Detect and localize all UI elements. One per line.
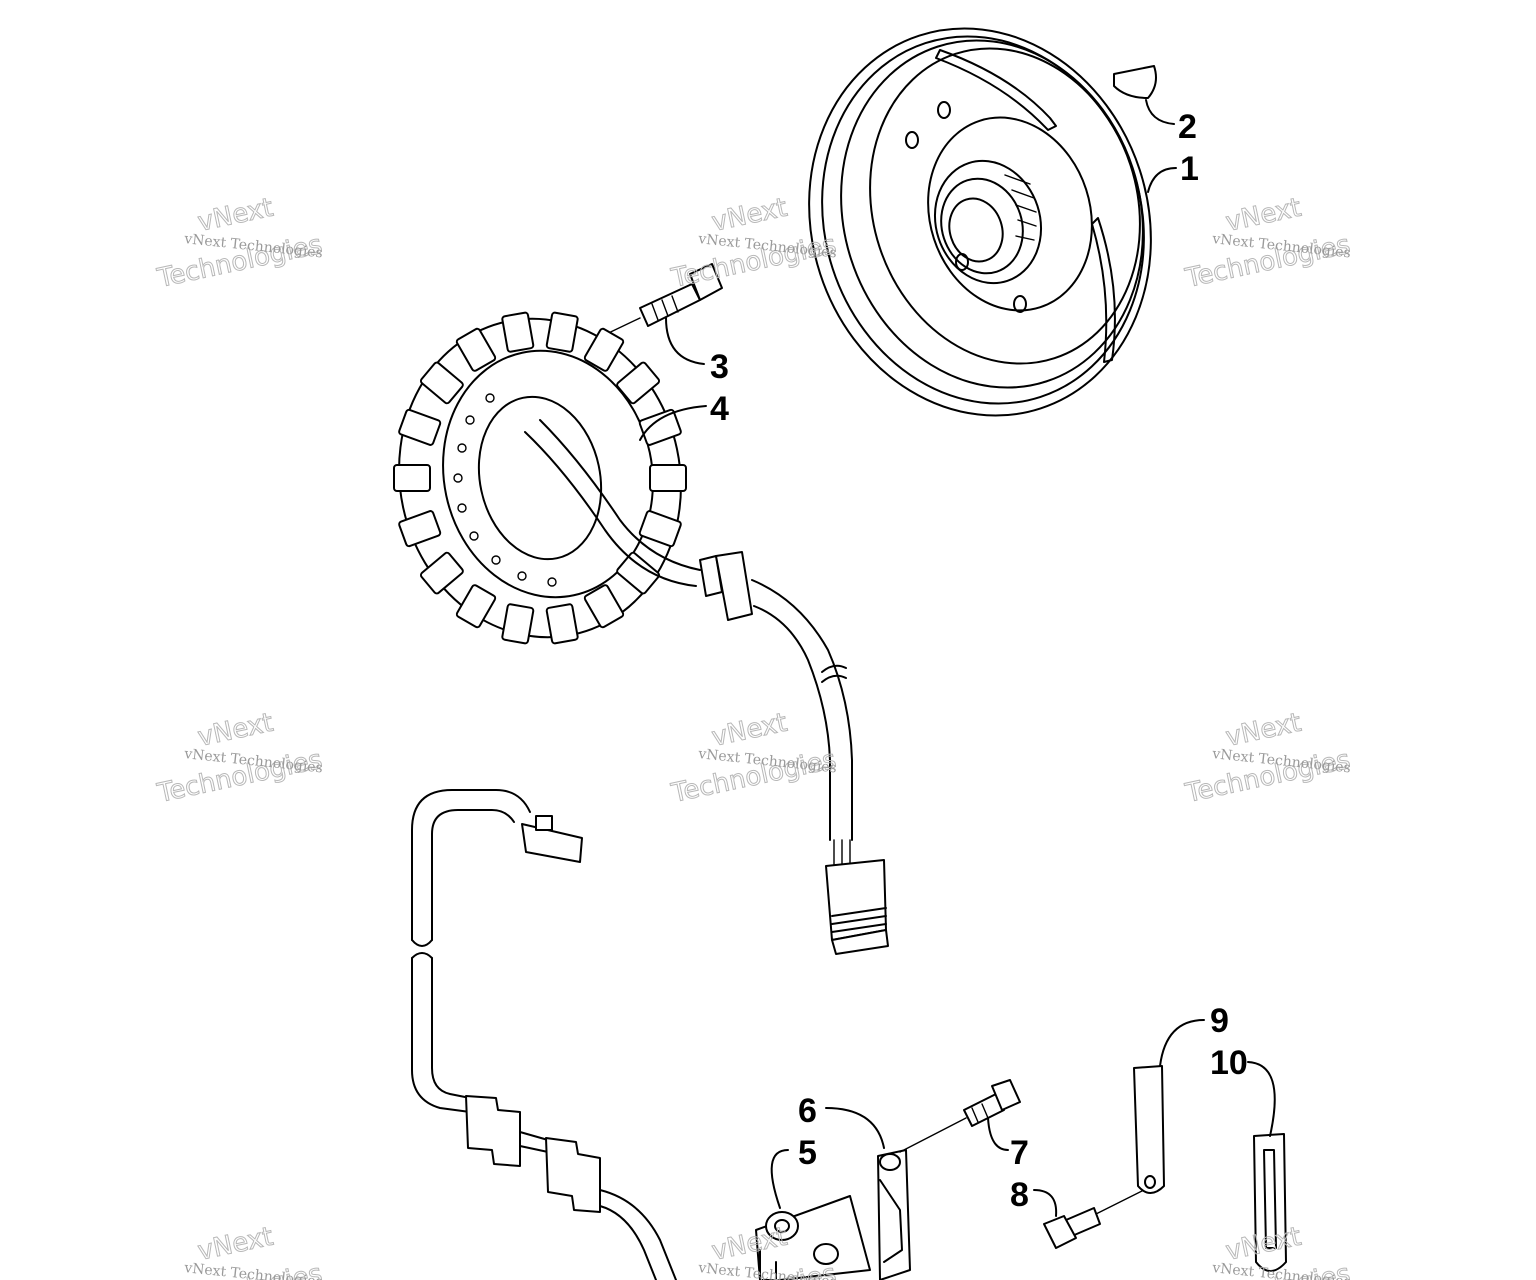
callout-6: 6 bbox=[798, 1092, 817, 1130]
stator-pole bbox=[545, 311, 579, 353]
callout-5: 5 bbox=[798, 1134, 817, 1172]
stator-pole bbox=[393, 464, 431, 492]
woodruff-key bbox=[1113, 65, 1157, 99]
mounting-bracket bbox=[877, 1149, 911, 1280]
stator-pole bbox=[649, 464, 687, 492]
ground-bolt bbox=[1043, 1189, 1145, 1249]
watermark-big-1: vNext bbox=[195, 708, 276, 753]
stator-pole bbox=[398, 510, 442, 548]
watermark-big-1: vNext bbox=[709, 708, 790, 753]
stator-pole bbox=[545, 603, 579, 645]
ground-strap bbox=[1133, 1065, 1165, 1194]
voltage-regulator bbox=[755, 1195, 871, 1280]
watermark-big-1: vNext bbox=[195, 193, 276, 238]
stator-pole bbox=[398, 408, 442, 446]
stator-screw bbox=[597, 263, 723, 339]
stator-pole bbox=[638, 510, 682, 548]
callout-7: 7 bbox=[1010, 1134, 1029, 1172]
stator-pole bbox=[455, 327, 497, 372]
stator-pole bbox=[583, 584, 625, 629]
watermark-big-1: vNext bbox=[709, 193, 790, 238]
stator-pole bbox=[501, 603, 535, 645]
stator-pole bbox=[419, 551, 464, 595]
watermark-big-1: vNext bbox=[1223, 708, 1304, 753]
regulator-bolt bbox=[899, 1079, 1021, 1153]
watermark-big-1: vNext bbox=[1223, 193, 1304, 238]
wire-harness bbox=[411, 789, 677, 1280]
leader-lines bbox=[639, 99, 1276, 1217]
watermark-big-1: vNext bbox=[195, 1222, 276, 1267]
callout-10: 10 bbox=[1210, 1044, 1248, 1082]
stator-pole bbox=[616, 361, 661, 405]
strap bbox=[1253, 1133, 1287, 1272]
flywheel bbox=[808, 27, 1152, 417]
stator-assembly bbox=[393, 311, 889, 955]
callout-2: 2 bbox=[1178, 108, 1197, 146]
callout-3: 3 bbox=[710, 348, 729, 386]
stator-pole bbox=[419, 361, 464, 405]
stator-pole bbox=[501, 311, 535, 353]
stator-pole bbox=[455, 584, 497, 629]
stator-pole bbox=[616, 551, 661, 595]
callout-8: 8 bbox=[1010, 1176, 1029, 1214]
callout-1: 1 bbox=[1180, 150, 1199, 188]
callout-9: 9 bbox=[1210, 1002, 1229, 1040]
stator-pole bbox=[583, 327, 625, 372]
callout-labels: 1 2 3 4 5 6 7 8 9 10 bbox=[710, 108, 1248, 1214]
callout-4: 4 bbox=[710, 390, 729, 428]
